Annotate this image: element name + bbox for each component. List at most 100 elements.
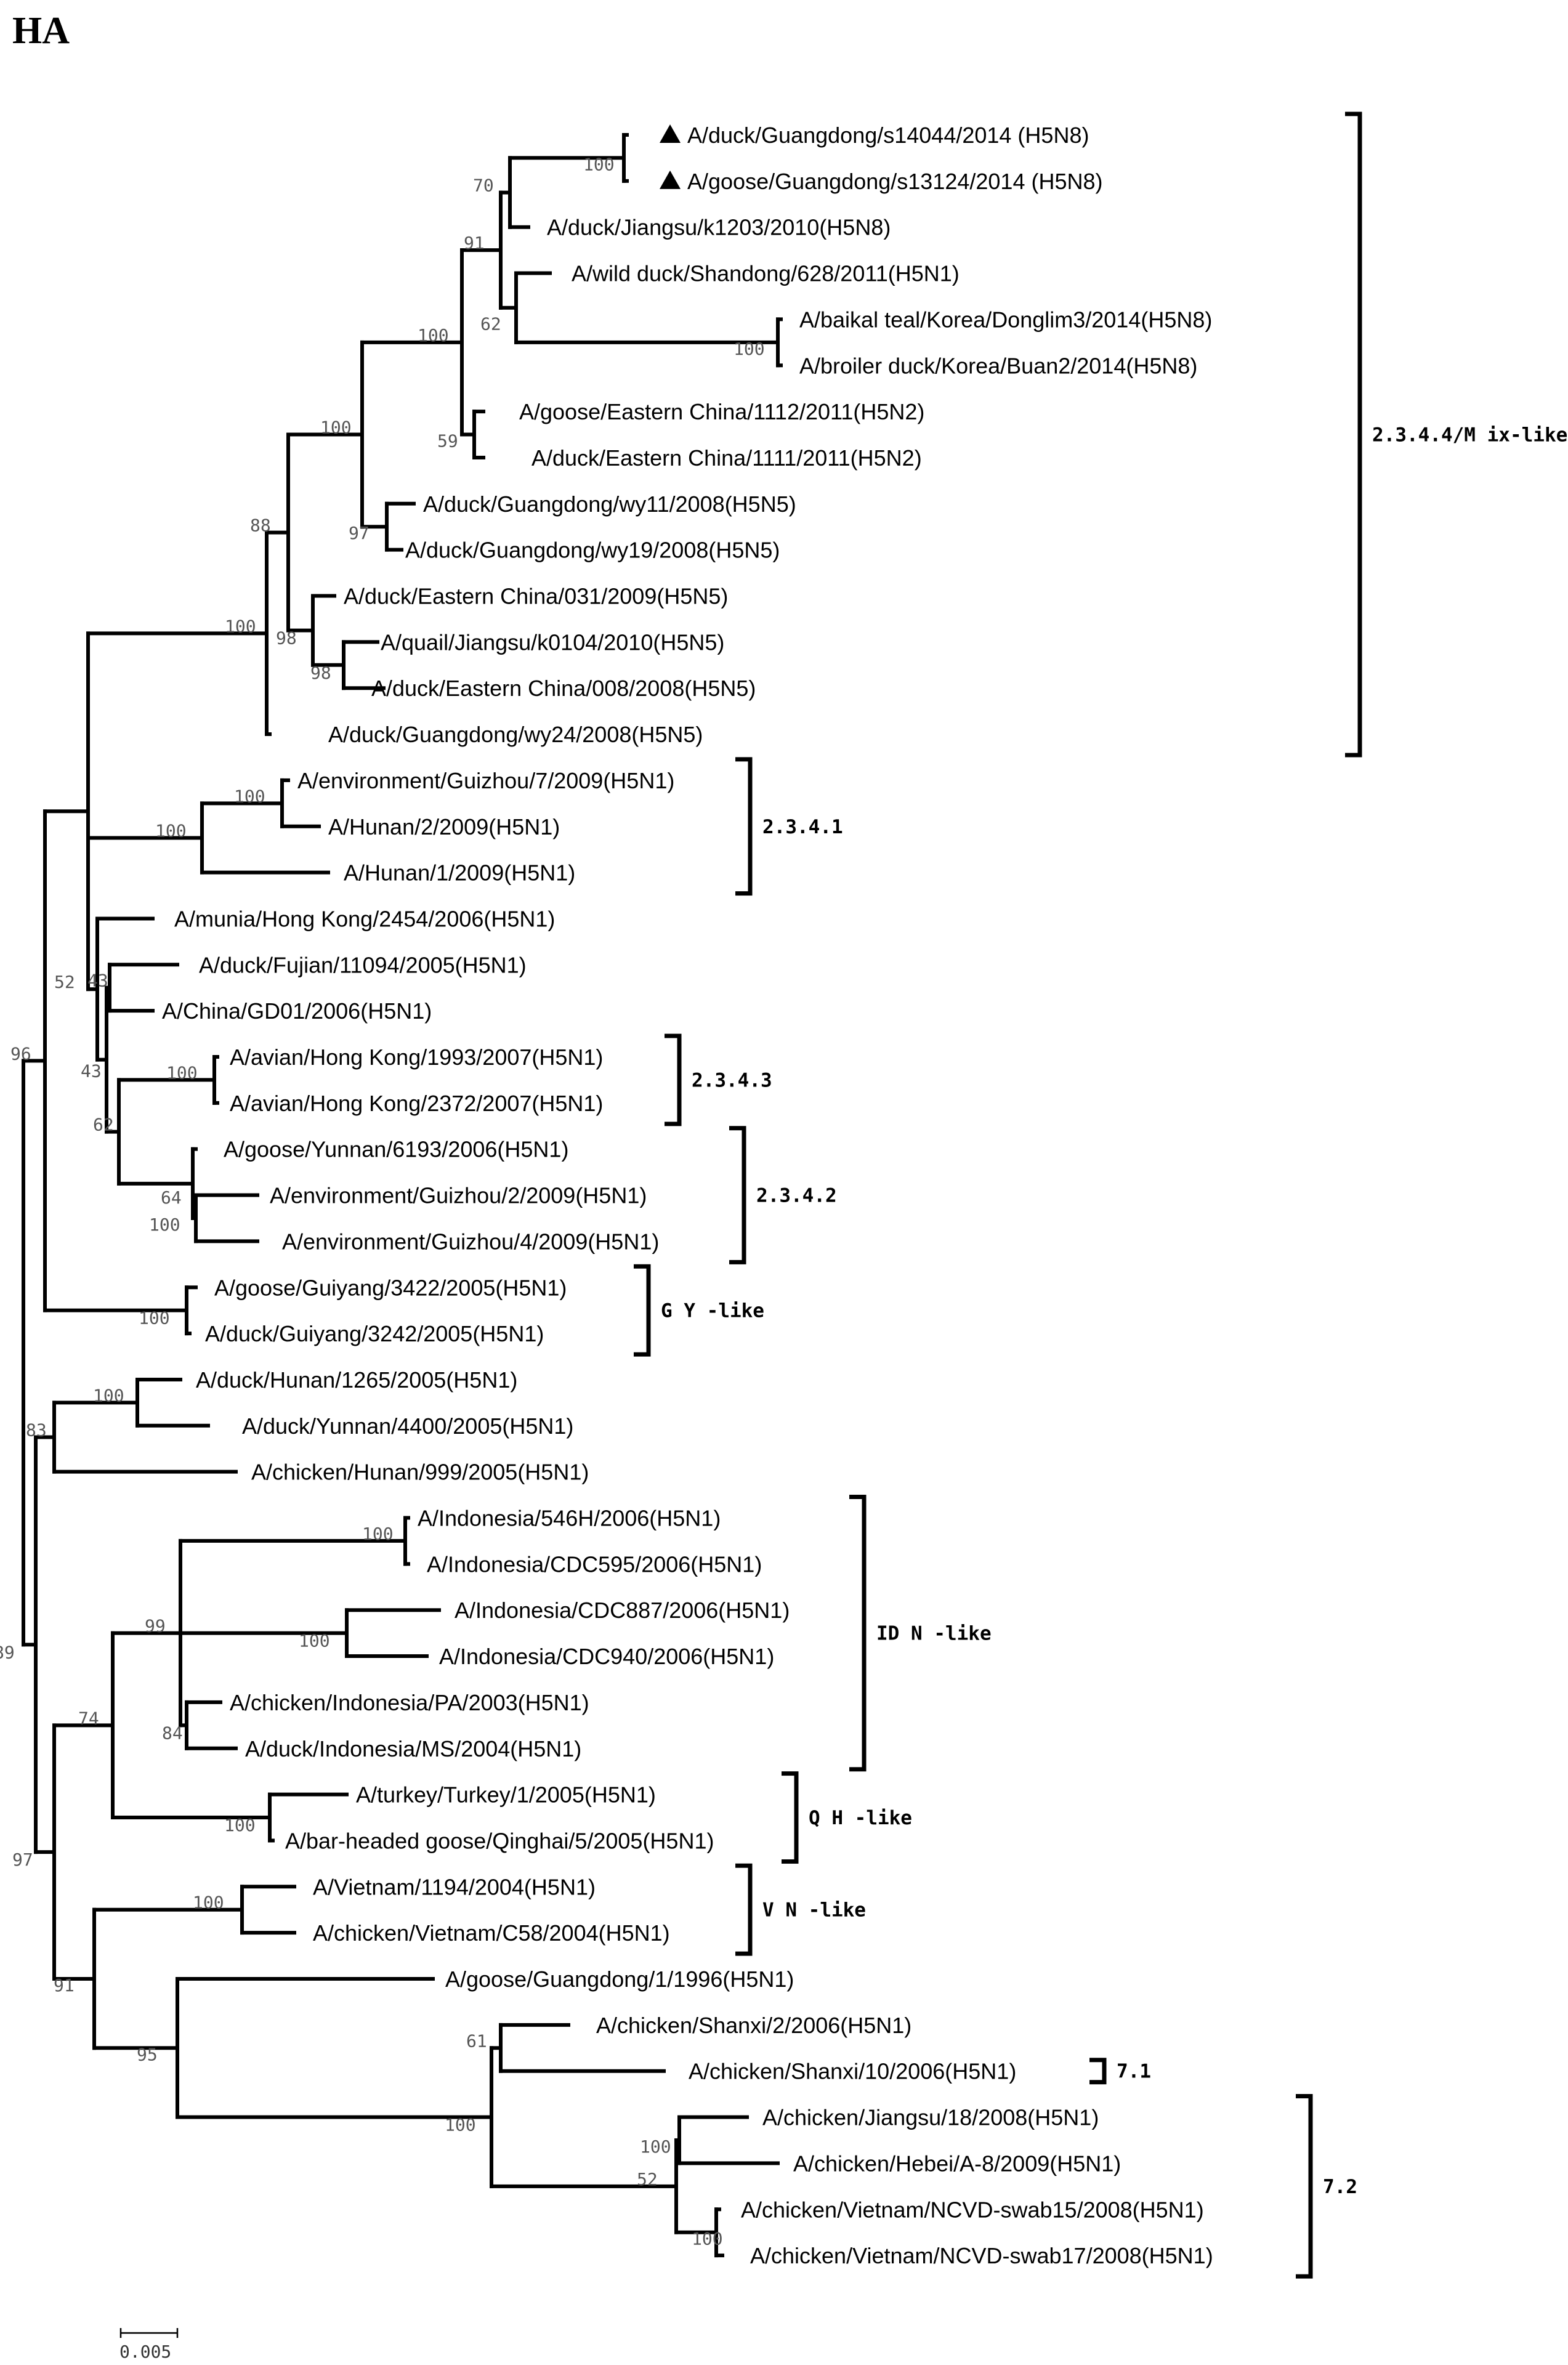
bootstrap-value: 83 [26,1420,47,1441]
clade-label: 7.1 [1117,2061,1151,2083]
taxon-label: A/munia/Hong Kong/2454/2006(H5N1) [174,906,555,931]
taxon-label: A/duck/Jiangsu/k1203/2010(H5N8) [547,215,891,240]
clade-brackets: 2.3.4.4/M ix-like2.3.4.12.3.4.32.3.4.2G … [634,111,1567,2279]
bootstrap-value: 61 [466,2031,487,2051]
bootstrap-value: 98 [276,628,297,649]
bootstrap-value: 43 [87,971,108,991]
scale-bar-line [119,2328,179,2338]
bootstrap-value: 100 [155,820,187,841]
clade-label: G Y -like [661,1300,764,1322]
taxon-labels: A/duck/Guangdong/s14044/2014 (H5N8)A/goo… [162,123,1213,2268]
clade-bracket [634,1264,651,1357]
clade-label: 2.3.4.1 [762,816,843,838]
taxon-label: A/duck/Guiyang/3242/2005(H5N1) [205,1321,544,1346]
bootstrap-value: 97 [12,1850,33,1870]
bootstrap-value: 100 [640,2137,671,2157]
bootstrap-value: 100 [362,1524,394,1544]
taxon-label: A/Indonesia/CDC595/2006(H5N1) [427,1551,762,1577]
bootstrap-value: 43 [81,1061,102,1081]
taxon-label: A/baikal teal/Korea/Donglim3/2014(H5N8) [799,307,1212,332]
taxon-label: A/duck/Hunan/1265/2005(H5N1) [196,1367,517,1393]
bootstrap-value: 91 [54,1975,75,1995]
taxon-label: A/China/GD01/2006(H5N1) [162,998,432,1024]
marker-glyphs [660,124,681,189]
taxon-label: A/Indonesia/CDC887/2006(H5N1) [455,1598,790,1623]
clade-label: 2.3.4.3 [692,1069,772,1091]
clade-bracket [1296,2094,1313,2279]
taxon-label: A/chicken/Vietnam/C58/2004(H5N1) [313,1920,670,1946]
bootstrap-value: 100 [299,1631,330,1651]
bootstrap-value: 62 [93,1115,114,1135]
taxon-label: A/wild duck/Shandong/628/2011(H5N1) [572,261,960,286]
bootstrap-value: 100 [234,786,265,806]
taxon-label: A/avian/Hong Kong/1993/2007(H5N1) [230,1045,603,1070]
triangle-marker-icon [660,170,681,189]
taxon-label: A/chicken/Hunan/999/2005(H5N1) [251,1460,589,1485]
clade-bracket [735,757,753,896]
taxon-label: A/chicken/Indonesia/PA/2003(H5N1) [230,1690,589,1715]
taxon-label: A/Indonesia/546H/2006(H5N1) [418,1506,721,1531]
taxon-label: A/duck/Indonesia/MS/2004(H5N1) [245,1736,581,1761]
bootstrap-value: 64 [161,1187,182,1208]
taxon-label: A/Indonesia/CDC940/2006(H5N1) [439,1644,774,1669]
clade-bracket [1089,2058,1107,2085]
bootstrap-value: 98 [310,663,331,683]
taxon-label: A/environment/Guizhou/7/2009(H5N1) [297,768,674,793]
taxon-label: A/broiler duck/Korea/Buan2/2014(H5N8) [799,353,1197,378]
taxon-label: A/Vietnam/1194/2004(H5N1) [313,1874,596,1899]
clade-bracket [729,1126,746,1264]
bootstrap-value: 100 [139,1308,170,1328]
bootstrap-value: 89 [0,1642,15,1662]
bootstrap-value: 100 [418,325,449,346]
triangle-marker-icon [660,124,681,143]
bootstrap-value: 100 [692,2229,723,2249]
bootstrap-value: 99 [145,1616,166,1636]
bootstrap-value: 100 [93,1385,124,1405]
clade-label: V N -like [762,1899,866,1922]
clade-label: 7.2 [1323,2176,1357,2198]
taxon-label: A/duck/Eastern China/1111/2011(H5N2) [531,445,922,471]
clade-label: ID N -like [876,1623,992,1645]
taxon-label: A/duck/Eastern China/031/2009(H5N5) [344,584,728,609]
bootstrap-value: 100 [733,339,765,359]
bootstrap-value: 84 [162,1723,183,1743]
taxon-label: A/chicken/Vietnam/NCVD-swab17/2008(H5N1) [750,2243,1213,2268]
taxon-label: A/duck/Eastern China/008/2008(H5N5) [371,676,756,701]
bootstrap-value: 62 [480,314,501,334]
clade-bracket [849,1495,867,1772]
bootstrap-value: 100 [583,154,615,174]
bootstrap-value: 70 [473,176,494,196]
taxon-label: A/chicken/Shanxi/2/2006(H5N1) [596,2013,911,2038]
clade-bracket [665,1033,682,1126]
scale-bar: 0.005 [119,2328,179,2362]
bootstrap-value: 95 [137,2044,158,2064]
bootstrap-value: 52 [54,972,75,992]
taxon-label: A/duck/Guangdong/wy19/2008(H5N5) [405,538,780,563]
clade-bracket [735,1863,753,1956]
taxon-label: A/Hunan/2/2009(H5N1) [328,814,560,839]
taxon-label: A/avian/Hong Kong/2372/2007(H5N1) [230,1091,603,1116]
scale-bar-label: 0.005 [119,2342,171,2362]
bootstrap-value: 100 [225,616,256,636]
bootstrap-value: 59 [437,431,458,451]
clade-bracket [782,1771,799,1864]
taxon-label: A/duck/Fujian/11094/2005(H5N1) [199,952,527,977]
taxon-label: A/duck/Yunnan/4400/2005(H5N1) [242,1413,573,1439]
clade-bracket [1345,111,1362,758]
taxon-label: A/goose/Yunnan/6193/2006(H5N1) [224,1137,568,1162]
taxon-label: A/goose/Guangdong/1/1996(H5N1) [445,1967,794,1992]
taxon-label: A/goose/Guiyang/3422/2005(H5N1) [214,1275,567,1300]
bootstrap-value: 100 [320,418,352,438]
tree-branches [22,133,783,2258]
taxon-label: A/duck/Guangdong/wy24/2008(H5N5) [328,722,703,747]
bootstrap-value: 100 [445,2115,476,2135]
taxon-label: A/goose/Guangdong/s13124/2014 (H5N8) [687,169,1103,194]
taxon-label: A/environment/Guizhou/4/2009(H5N1) [282,1229,659,1254]
taxon-label: A/goose/Eastern China/1112/2011(H5N2) [519,399,924,424]
taxon-label: A/chicken/Jiangsu/18/2008(H5N1) [762,2105,1099,2130]
taxon-label: A/environment/Guizhou/2/2009(H5N1) [270,1183,647,1208]
taxon-label: A/chicken/Hebei/A-8/2009(H5N1) [793,2151,1121,2176]
bootstrap-value: 100 [193,1893,224,1913]
bootstrap-value: 97 [349,523,370,543]
